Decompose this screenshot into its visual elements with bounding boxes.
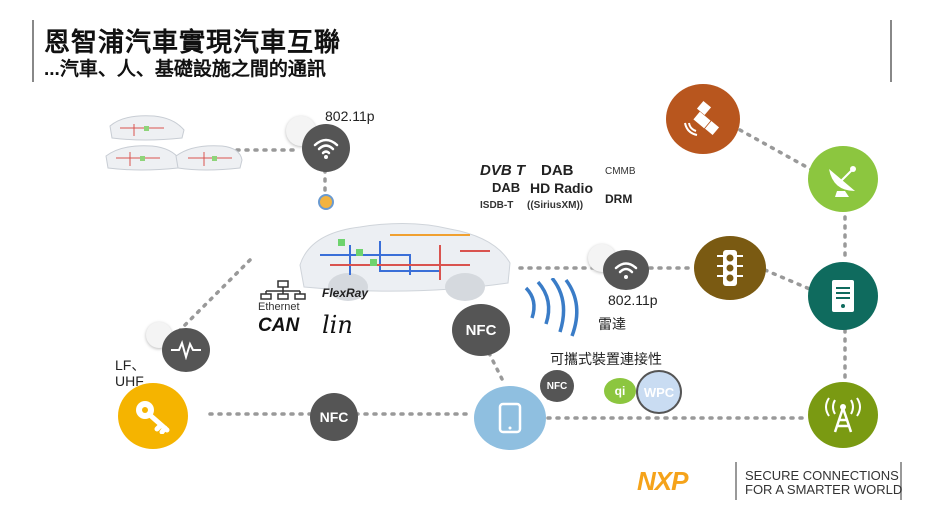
- server-node: [808, 262, 878, 330]
- dvbt-logo: DVB T: [480, 162, 525, 179]
- siriusxm-logo: ((SiriusXM)): [527, 200, 584, 211]
- dish-node: [808, 146, 878, 212]
- server-icon: [832, 280, 854, 312]
- vehicle-fleet-illustration: [105, 115, 243, 171]
- page-subtitle: ...汽車、人、基礎設施之間的通訊: [44, 59, 326, 80]
- waveform-icon: [171, 340, 201, 360]
- wifi-mid-label: 802.11p: [608, 292, 658, 308]
- dab-logo: DAB: [541, 162, 574, 179]
- key-icon: [136, 401, 170, 434]
- traffic-light-node: [694, 236, 766, 300]
- divider-left: [32, 20, 34, 82]
- radar-label: 雷達: [598, 316, 626, 332]
- tagline-line1: SECURE CONNECTIONS: [745, 468, 899, 483]
- dab2-logo: DAB: [492, 180, 521, 195]
- lf-label: LF、: [115, 357, 146, 373]
- lin-logo: lin: [322, 311, 353, 339]
- isdbt-logo: ISDB-T: [480, 200, 514, 211]
- hdradio-logo: HD Radio: [530, 180, 593, 196]
- wifi-icon: [313, 138, 339, 159]
- cmmb-logo: CMMB: [605, 166, 636, 177]
- footer-divider-right: [900, 462, 902, 500]
- nfc-car-node: NFC: [452, 304, 510, 356]
- satellite-icon: [684, 100, 720, 136]
- tower-node: [808, 382, 878, 448]
- key-node: [118, 383, 188, 449]
- phone-icon: [498, 402, 522, 434]
- page-title: 恩智浦汽車實現汽車互聯: [44, 27, 342, 57]
- ethernet-label: Ethernet: [258, 301, 300, 313]
- traffic-light-icon: [717, 250, 743, 286]
- antenna-dot: [318, 194, 334, 210]
- wifi-top-label: 802.11p: [325, 108, 375, 124]
- tagline-line2: FOR A SMARTER WORLD: [745, 482, 903, 497]
- nfc-bottom-icon: NFC: [319, 409, 349, 425]
- nfc-bottom-node: NFC: [310, 393, 358, 441]
- wpc-badge: WPC: [636, 370, 682, 414]
- wifi-top-node: [302, 124, 350, 172]
- footer-divider: [735, 462, 737, 500]
- divider-right: [890, 20, 892, 82]
- ethernet-icon: [258, 280, 308, 300]
- dish-icon: [829, 166, 856, 197]
- nfc-small-icon: NFC: [546, 380, 568, 392]
- qi-badge: qi: [604, 378, 636, 404]
- phone-node: [474, 386, 546, 450]
- radar-icon: [524, 278, 579, 337]
- wifi-icon: [614, 262, 638, 279]
- connected-car-illustration: [299, 222, 511, 301]
- satellite-node: [666, 84, 740, 154]
- nfc-icon: NFC: [465, 321, 497, 339]
- nfc-small-node: NFC: [540, 370, 574, 402]
- wifi-mid-node: [603, 250, 649, 290]
- nxp-logo: NXP: [637, 466, 688, 496]
- can-logo: CAN: [258, 315, 300, 336]
- drm-logo: DRM: [605, 192, 633, 206]
- uhf-label: UHF: [115, 373, 144, 389]
- lf-uhf-node: [162, 328, 210, 372]
- portable-label: 可攜式裝置連接性: [550, 351, 662, 367]
- flexray-logo: FlexRay: [322, 286, 369, 300]
- tower-icon: [825, 397, 861, 433]
